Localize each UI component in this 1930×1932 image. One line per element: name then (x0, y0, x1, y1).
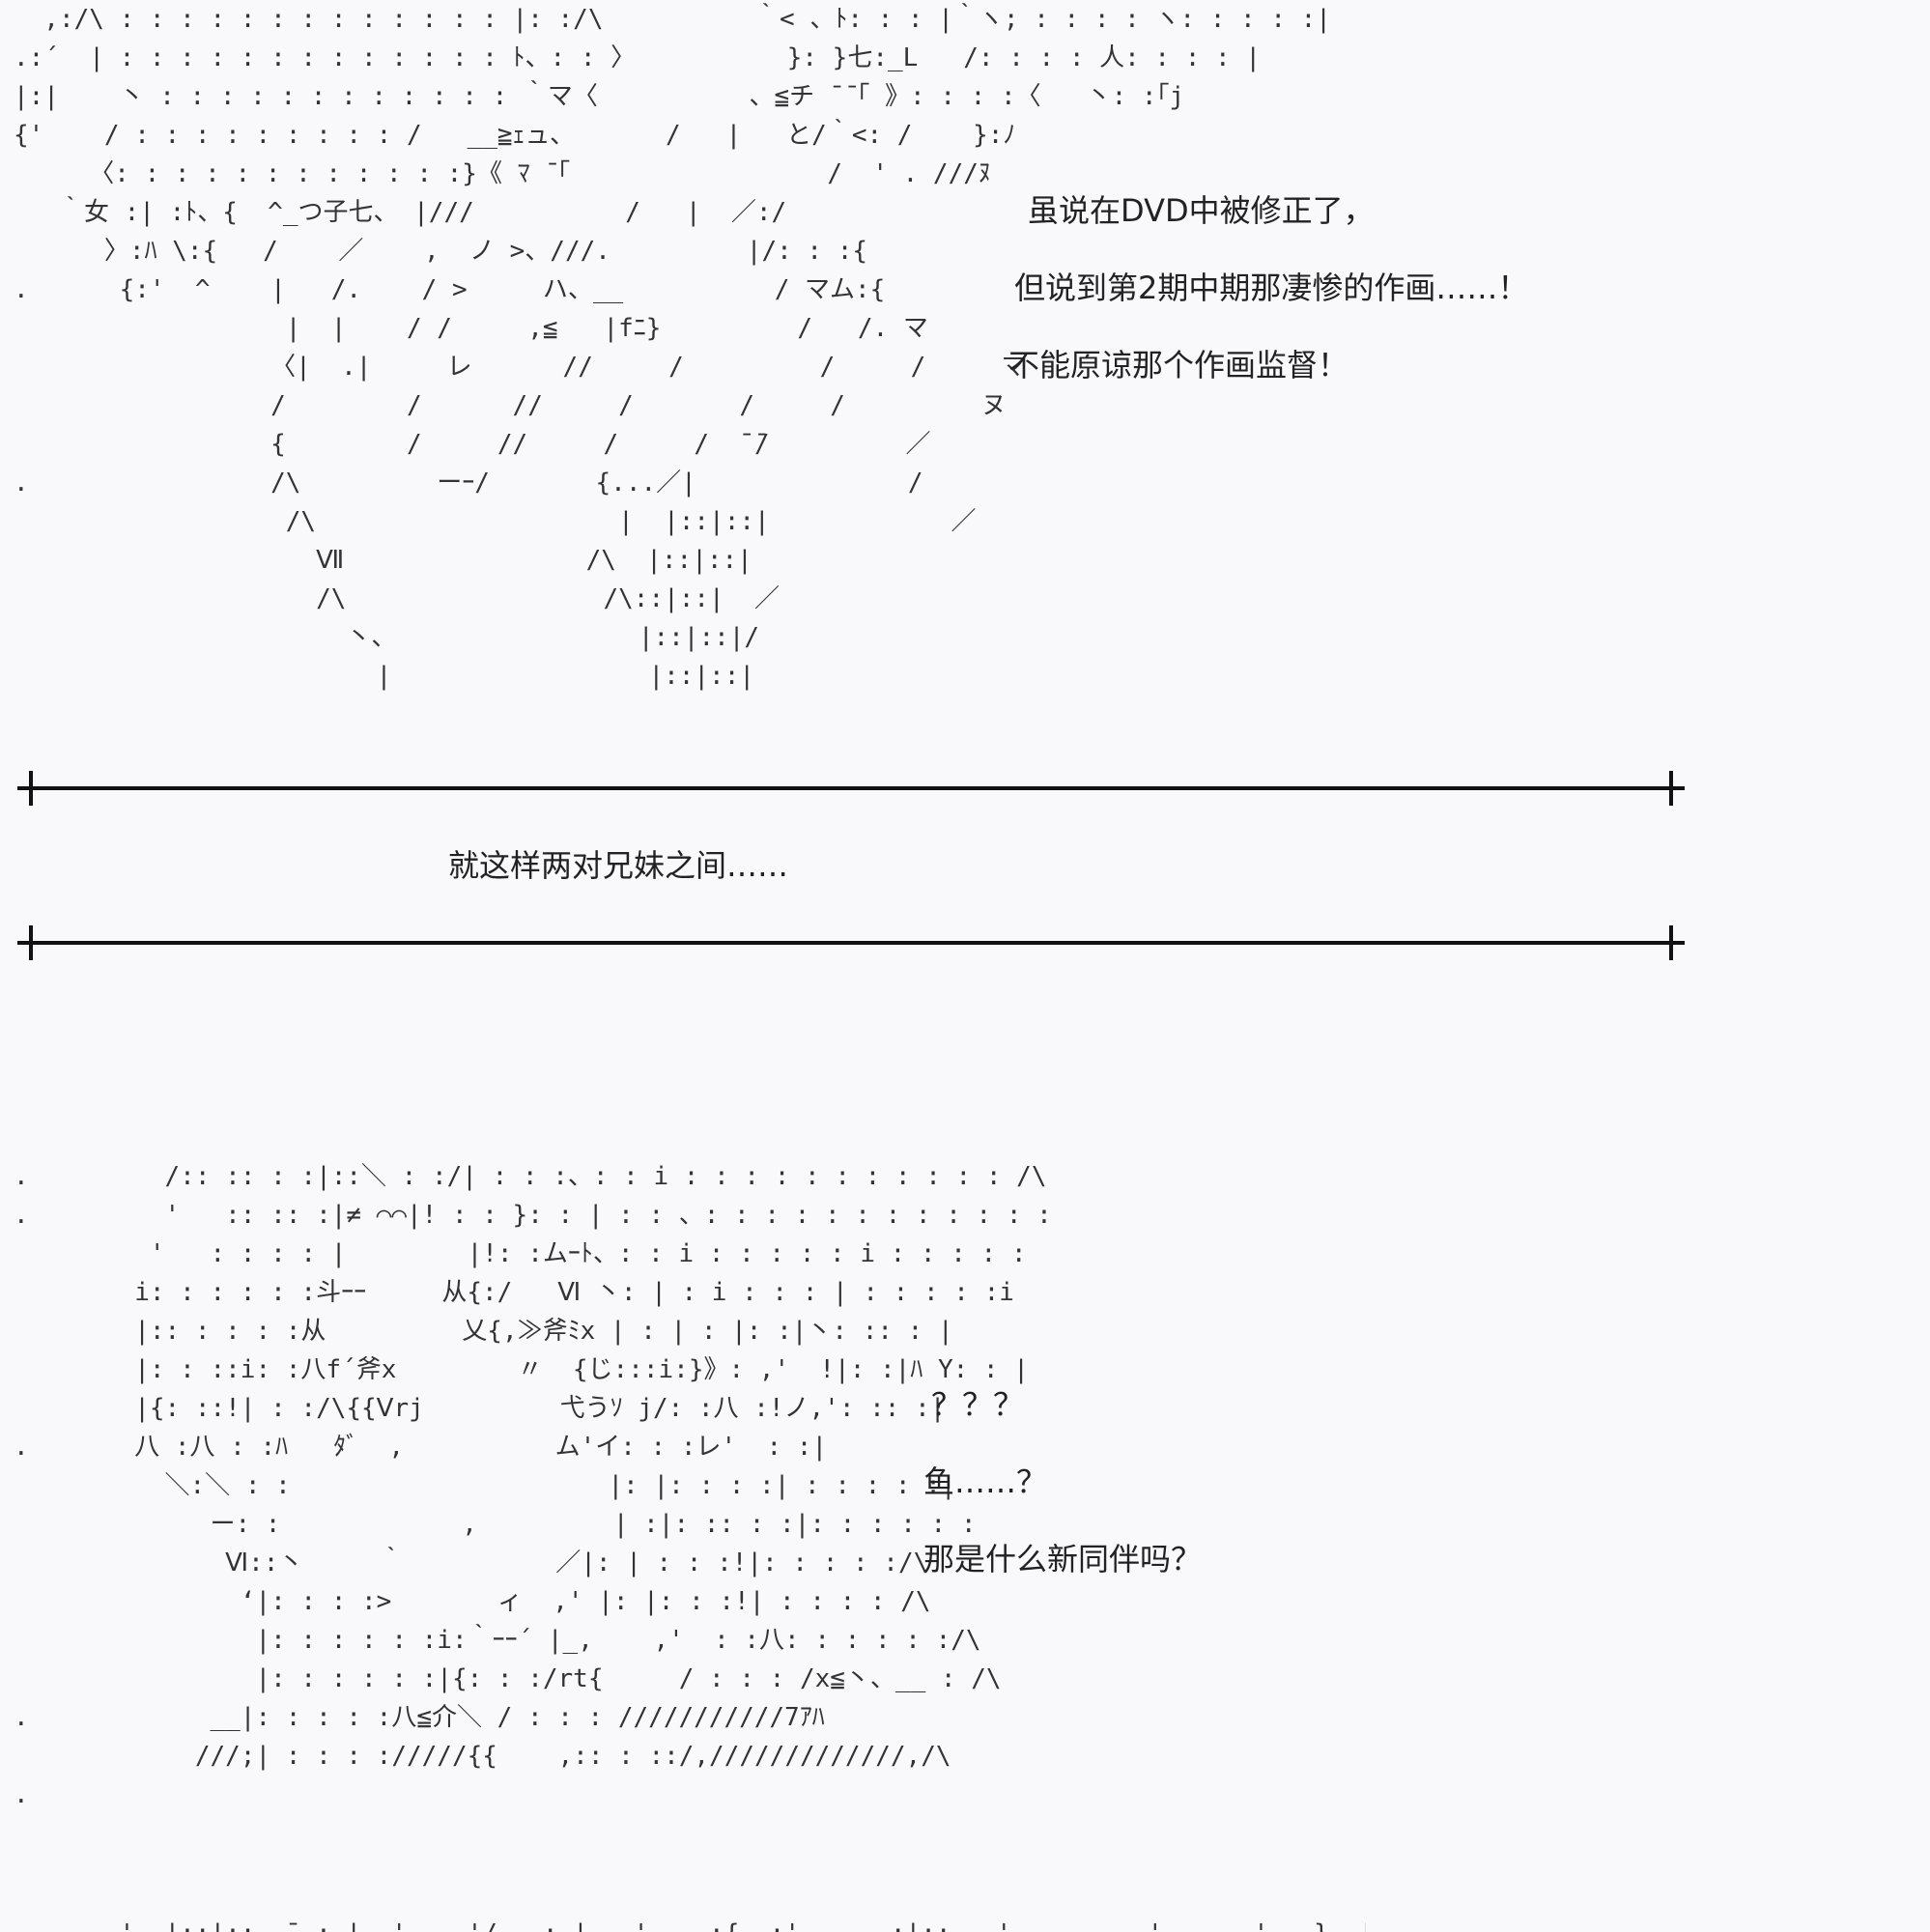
ascii-art-cutoff-row: ,' |::|:: ̄ .: | ,' ,'/ .: | ,' :{ ;' . … (14, 1915, 1366, 1932)
divider-top (17, 771, 1685, 806)
divider-top-right-cap (1669, 771, 1673, 806)
bottom-dialogue-line-2: 鱼……？ (923, 1463, 1048, 1500)
divider-top-left-cap (29, 771, 33, 806)
divider-bottom-line (17, 941, 1685, 945)
top-dialogue-line-2: 但说到第2期中期那凄惨的作画……！ (1014, 270, 1529, 306)
divider-bottom (17, 925, 1685, 960)
bottom-dialogue-line-1: ？？？ (931, 1386, 1025, 1423)
divider-bottom-left-cap (29, 925, 33, 960)
bottom-dialogue-line-3: 那是什么新同伴吗？ (923, 1541, 1203, 1577)
top-dialogue-line-3: 不能原谅那个作画监督！ (1008, 347, 1349, 384)
ascii-art-bottom: . /:: :: : :|::＼ : :/| : : :、: : i : : :… (14, 1162, 1052, 1809)
top-dialogue-line-1: 虽说在DVD中被修正了， (1028, 192, 1375, 229)
narration-caption: 就这样两对兄妹之间…… (448, 847, 789, 884)
divider-top-line (17, 786, 1685, 790)
ascii-art-top: ,:/\ : : : : : : : : : : : : : |: :/\ ｀<… (14, 5, 1331, 691)
divider-bottom-right-cap (1669, 925, 1673, 960)
